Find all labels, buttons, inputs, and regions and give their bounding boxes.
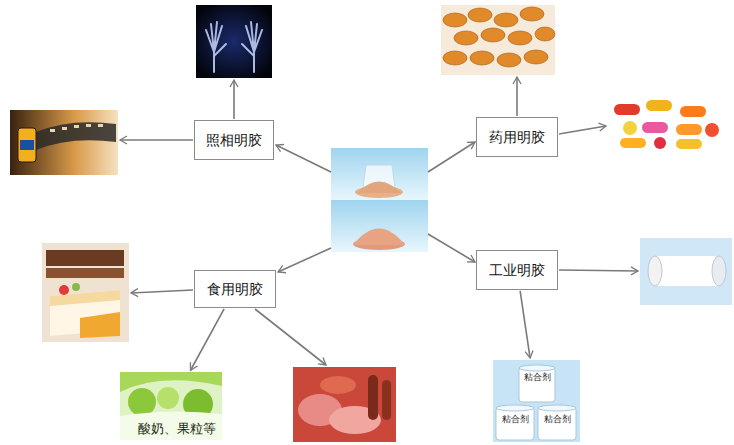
box-label: 工业明胶 — [489, 262, 545, 279]
box-label: 药用明胶 — [489, 129, 545, 146]
box-label: 照相明胶 — [206, 132, 262, 149]
fabric-roll-picture — [640, 238, 732, 305]
box-label: 食用明胶 — [207, 281, 263, 298]
connector-arrow — [191, 309, 225, 370]
category-box: 食用明胶 — [194, 270, 276, 308]
gelatin-powder-picture — [331, 148, 428, 252]
bucket-label: 粘合剂 — [544, 415, 571, 425]
film-picture — [10, 110, 118, 175]
bucket-label: 粘合剂 — [502, 415, 529, 425]
category-box: 工业明胶 — [476, 250, 558, 290]
meat-picture — [293, 367, 396, 442]
capsule-picture — [441, 5, 555, 75]
yogurt-picture-node: 酸奶、果粒等 — [120, 372, 222, 440]
picture-caption: 酸奶、果粒等 — [136, 422, 218, 436]
category-box: 药用明胶 — [476, 117, 558, 157]
cake-picture — [42, 243, 129, 342]
bucket-label: 粘合剂 — [524, 373, 551, 383]
connector-arrow — [520, 291, 530, 358]
tablet-picture — [608, 95, 724, 152]
adhesive-picture-node: 粘合剂粘合剂粘合剂 — [493, 360, 580, 442]
leader-arrow — [120, 77, 638, 365]
x-ray-picture — [196, 5, 272, 78]
category-box: 照相明胶 — [194, 120, 274, 160]
